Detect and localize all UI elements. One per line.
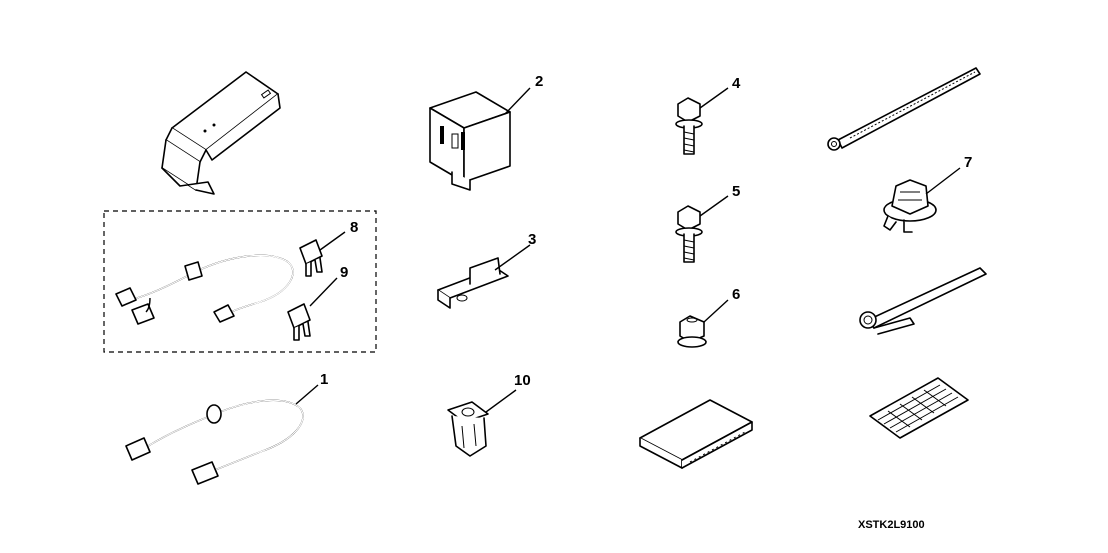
- cable-tie-long: [827, 67, 981, 151]
- leader-lines: [295, 87, 961, 413]
- callout-1: 1: [320, 371, 328, 388]
- nut-6: [677, 315, 707, 348]
- sub-harness: [115, 254, 294, 325]
- callout-6: 6: [732, 286, 740, 303]
- bolt-5: [675, 205, 703, 263]
- cable-tie-clip: [859, 267, 987, 335]
- bolt-4: [675, 97, 703, 155]
- callout-7: 7: [964, 154, 972, 171]
- callout-8: 8: [350, 219, 358, 236]
- callout-2: 2: [535, 73, 543, 90]
- label-sheet: [869, 377, 969, 439]
- foam-pad: [639, 399, 753, 469]
- trim-clip: [883, 179, 937, 233]
- callout-3: 3: [528, 231, 536, 248]
- callout-5: 5: [732, 183, 740, 200]
- clip-nut: [447, 401, 489, 457]
- main-harness: [125, 399, 304, 485]
- diagram-code: XSTK2L9100: [858, 519, 925, 531]
- callout-4: 4: [732, 75, 741, 92]
- kit-group-box: [103, 210, 377, 353]
- fuse-9: [287, 303, 311, 341]
- callout-9: 9: [340, 264, 348, 281]
- wire-clip: [437, 257, 509, 309]
- fuse-8: [299, 239, 323, 277]
- callout-10: 10: [514, 372, 531, 389]
- relay: [429, 91, 511, 191]
- mounting-bracket: [161, 71, 281, 195]
